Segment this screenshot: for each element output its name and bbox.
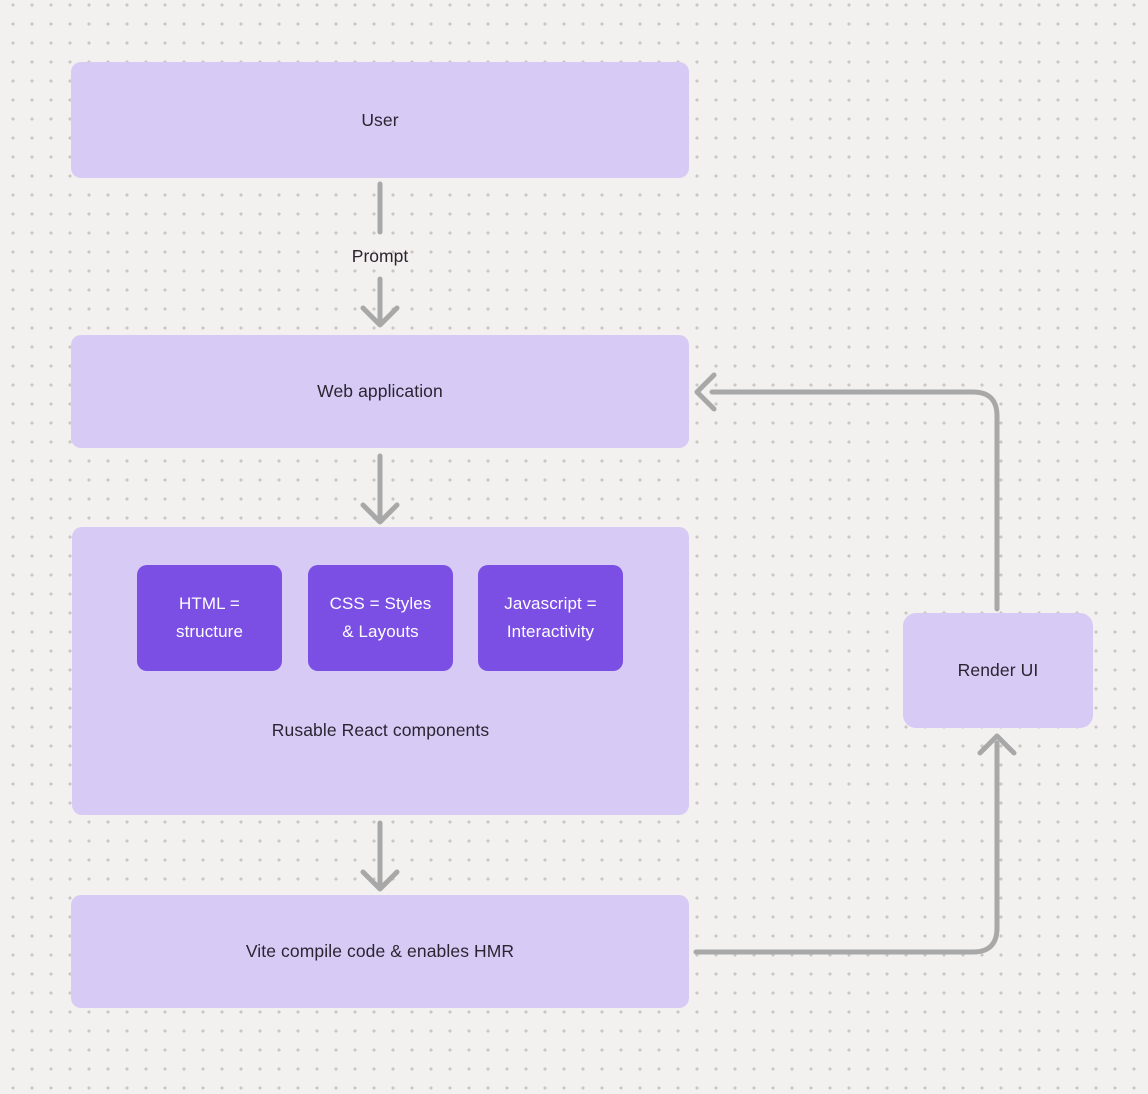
- chip-css-styles: CSS = Styles & Layouts: [308, 565, 453, 671]
- chip-javascript-interactivity-label: Javascript = Interactivity: [504, 594, 597, 641]
- chip-html-structure: HTML = structure: [137, 565, 282, 671]
- node-user-label: User: [361, 109, 399, 130]
- node-user: User: [71, 62, 689, 178]
- node-react-components-group: HTML = structure CSS = Styles & Layouts …: [72, 527, 689, 815]
- edge-label-prompt: Prompt: [351, 246, 409, 266]
- node-web-application: Web application: [71, 335, 689, 448]
- chip-html-structure-label: HTML = structure: [175, 594, 244, 641]
- node-vite-compile: Vite compile code & enables HMR: [71, 895, 689, 1008]
- group-caption: Rusable React components: [271, 720, 490, 740]
- node-vite-compile-label: Vite compile code & enables HMR: [245, 941, 515, 961]
- node-render-ui: Render UI: [903, 613, 1093, 728]
- arrow-components-to-vite: [360, 820, 400, 892]
- arrow-web-to-components: [360, 453, 400, 525]
- arrow-render-to-web: [694, 372, 1000, 612]
- chip-javascript-interactivity: Javascript = Interactivity: [478, 565, 623, 671]
- arrow-user-to-web: [360, 181, 400, 328]
- node-render-ui-label: Render UI: [957, 660, 1039, 680]
- chip-css-styles-label: CSS = Styles & Layouts: [329, 594, 432, 641]
- node-web-application-label: Web application: [317, 381, 443, 401]
- arrow-vite-to-render: [693, 733, 1017, 955]
